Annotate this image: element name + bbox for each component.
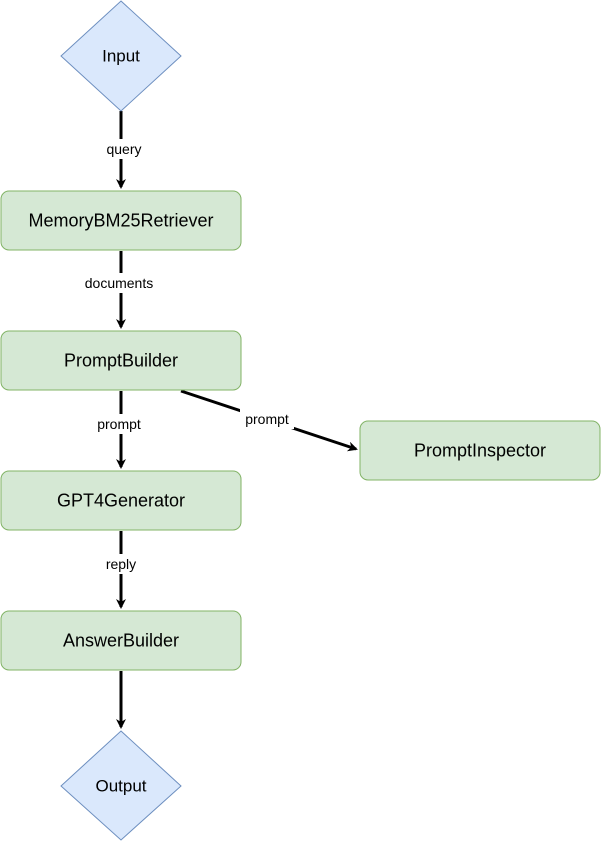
node-gpt4-generator[interactable]: GPT4Generator (0, 470, 242, 531)
process-box-shape (0, 190, 242, 251)
edge-label-query: query (106, 141, 141, 157)
node-answer-builder[interactable]: AnswerBuilder (0, 610, 242, 671)
node-label: GPT4Generator (57, 491, 185, 511)
edge-label-background (100, 554, 142, 574)
edge-label-background (76, 273, 162, 293)
node-prompt-builder[interactable]: PromptBuilder (0, 330, 242, 391)
node-input[interactable]: Input (60, 0, 182, 112)
process-box-shape (0, 330, 242, 391)
process-box-shape (0, 470, 242, 531)
node-label: PromptInspector (414, 441, 546, 461)
edge-label-prompt: prompt (97, 416, 141, 432)
edge-retriever-to-prompt-builder: documents (76, 251, 162, 329)
edge-label-prompt: prompt (245, 411, 289, 427)
process-box-shape (0, 610, 242, 671)
node-label: PromptBuilder (64, 351, 178, 371)
edge-input-to-retriever: query (100, 111, 142, 189)
process-box-shape (359, 420, 601, 481)
edge-label-documents: documents (85, 275, 153, 291)
edge-label-background (92, 414, 146, 434)
node-prompt-inspector[interactable]: PromptInspector (359, 420, 601, 481)
edge-label-reply: reply (106, 556, 136, 572)
edge-label-background (100, 139, 142, 159)
node-label: AnswerBuilder (63, 631, 179, 651)
decision-diamond-shape (60, 730, 182, 841)
node-output[interactable]: Output (60, 730, 182, 841)
edge-prompt-builder-to-inspector: prompt (180, 389, 358, 452)
edge-prompt-builder-to-generator: prompt (92, 391, 146, 469)
node-label: MemoryBM25Retriever (28, 211, 213, 231)
decision-diamond-shape (60, 0, 182, 112)
edge-generator-to-answer-builder: reply (100, 531, 142, 609)
node-memory-bm25-retriever[interactable]: MemoryBM25Retriever (0, 190, 242, 251)
edge-label-background (240, 409, 294, 429)
node-label: Output (95, 777, 146, 796)
node-label: Input (102, 47, 140, 66)
